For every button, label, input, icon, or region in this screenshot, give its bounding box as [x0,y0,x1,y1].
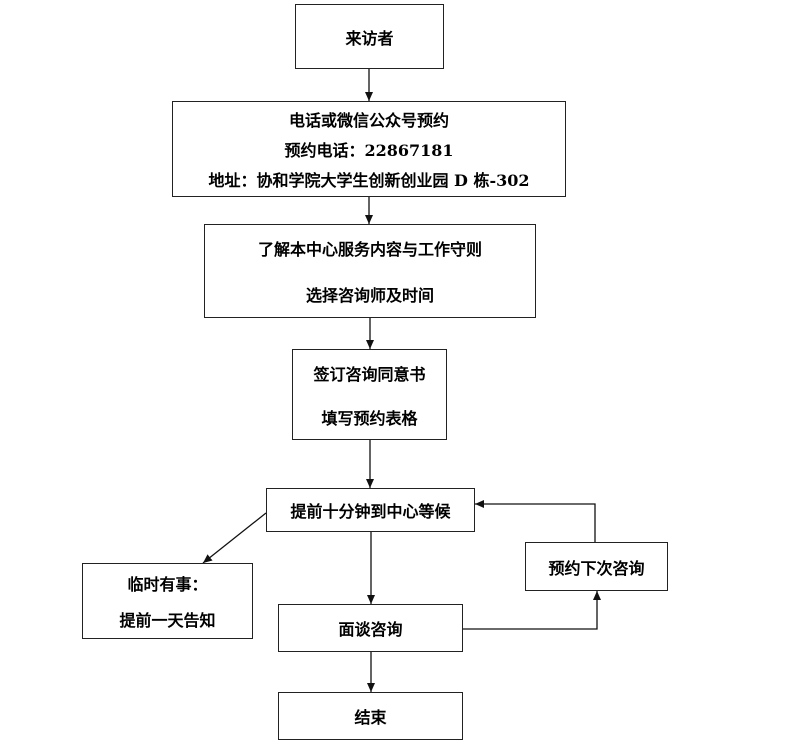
node-learn-line-2: 选择咨询师及时间 [305,286,434,305]
arrow-next-to-arrive [475,500,596,542]
node-learn-line-1: 了解本中心服务内容与工作守则 [257,240,482,259]
node-arrive: 提前十分钟到中心等候 [266,488,475,532]
node-booking-line-1: 电话或微信公众号预约 [288,111,449,130]
node-sign-line-2: 填写预约表格 [321,408,418,428]
node-booking: 电话或微信公众号预约 预约电话：22867181 地址：协和学院大学生创新创业园… [172,101,566,197]
node-arrive-text: 提前十分钟到中心等候 [290,502,451,521]
arrow-consult-to-next [463,591,601,630]
node-consult-text: 面谈咨询 [338,620,403,639]
node-end-text: 结束 [354,708,387,727]
node-notice-line-1: 临时有事： [127,575,208,594]
node-learn: 了解本中心服务内容与工作守则 选择咨询师及时间 [204,224,536,318]
node-visitor: 来访者 [295,4,444,69]
node-notice: 临时有事： 提前一天告知 [82,563,253,639]
node-notice-line-2: 提前一天告知 [119,611,216,630]
node-sign: 签订咨询同意书 填写预约表格 [292,349,447,440]
node-booking-address: 地址：协和学院大学生创新创业园 D 栋-302 [208,171,530,190]
node-end: 结束 [278,692,463,740]
arrow-arrive-to-notice [202,512,267,564]
node-booking-phone: 预约电话：22867181 [284,141,454,160]
node-next: 预约下次咨询 [525,542,668,591]
node-sign-line-1: 签订咨询同意书 [313,364,426,384]
node-consult: 面谈咨询 [278,604,463,652]
node-visitor-text: 来访者 [345,28,394,48]
node-next-text: 预约下次咨询 [548,558,645,578]
